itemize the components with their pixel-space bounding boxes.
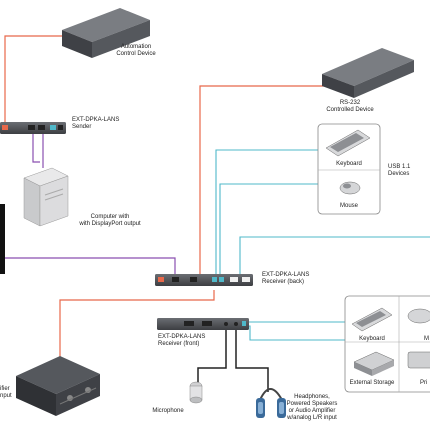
- rs232-cable-controlled: [199, 85, 330, 275]
- headphones-icon: [256, 388, 286, 418]
- dp-cable-sender: [32, 133, 40, 163]
- amplifier-label-line2: nput: [0, 393, 12, 399]
- headphones-label: Headphones, Powered Speakers or Audio Am…: [287, 394, 338, 422]
- usb-grid-storage-label: External Storage: [349, 380, 395, 386]
- computer-label-line2: with DisplayPort output: [79, 221, 141, 227]
- sender-unit: [0, 122, 66, 134]
- rs232-cable-front: [59, 290, 215, 362]
- usb-cable-mouse: [219, 183, 318, 275]
- audio-cable-mic: [197, 330, 227, 388]
- computer-label-line1: Computer with: [90, 214, 130, 220]
- rs232-device-label-line1: RS-232: [339, 100, 361, 106]
- usb11-group-label: USB 1.1 Devices: [388, 164, 410, 178]
- rs232-device-label-line2: Controlled Device: [326, 107, 374, 113]
- automation-device-label-line2: Control Device: [116, 51, 156, 57]
- microphone-label: Microphone: [152, 408, 184, 414]
- receiver-back-label-line2: Receiver (back): [262, 279, 305, 285]
- amplifier-label: ifier nput: [0, 386, 12, 400]
- keyboard-icon: [325, 129, 371, 157]
- printer-partial-icon: [407, 351, 430, 369]
- rs232-cable-automation: [4, 35, 62, 124]
- rs232-device-label: RS-232 Controlled Device: [326, 100, 373, 114]
- usb-cable-keyboard: [215, 149, 318, 275]
- audio-cable-headphones: [235, 330, 269, 392]
- usb-cable-front-2: [242, 325, 345, 341]
- usb-grid-m-label: M: [424, 336, 429, 342]
- usb-cable-wide: [239, 236, 430, 275]
- receiver-back-label-line1: EXT-DPKA-LANS: [262, 272, 310, 278]
- automation-device-label: Automation Control Device: [116, 44, 155, 58]
- external-storage-icon: [353, 351, 395, 376]
- usb11-keyboard-label: Keyboard: [336, 161, 362, 167]
- usb11-mouse-label: Mouse: [339, 203, 359, 209]
- receiver-front-unit: [157, 318, 249, 330]
- usb-devices-grid: [344, 295, 430, 393]
- headphones-label-line1: Headphones,: [294, 394, 330, 400]
- receiver-front-label-line1: EXT-DPKA-LANS: [158, 334, 206, 340]
- m-device-partial-icon: [407, 308, 430, 324]
- receiver-back-unit: [155, 274, 253, 286]
- dp-cable-display: [0, 257, 176, 276]
- headphones-label-line4: w/analog L/R input: [287, 415, 337, 421]
- usb11-group-label-line1: USB 1.1: [388, 164, 411, 170]
- automation-device-label-line1: Automation: [120, 44, 152, 50]
- computer-label: Computer with with DisplayPort output: [79, 214, 140, 228]
- mouse-icon: [339, 181, 361, 195]
- receiver-back-label: EXT-DPKA-LANS Receiver (back): [262, 272, 309, 286]
- sender-label-line1: EXT-DPKA-LANS: [72, 117, 120, 123]
- sender-label: EXT-DPKA-LANS Sender: [72, 117, 119, 131]
- usb-grid-printer-label: Pri: [420, 380, 428, 386]
- headphones-label-line2: Powered Speakers: [286, 401, 338, 407]
- headphones-label-line3: or Audio Amplifier: [288, 408, 336, 414]
- computer-tower: [23, 167, 69, 227]
- receiver-front-label: EXT-DPKA-LANS Receiver (front): [158, 334, 205, 348]
- audio-amplifier: [16, 356, 100, 416]
- display-partial: [0, 204, 5, 274]
- keyboard-icon: [351, 307, 393, 332]
- automation-control-device: [62, 8, 150, 58]
- microphone-icon: [189, 381, 203, 404]
- receiver-front-label-line2: Receiver (front): [158, 341, 200, 347]
- rs232-controlled-device: [322, 48, 414, 98]
- usb11-devices-box: [317, 123, 381, 215]
- amplifier-label-line1: ifier: [0, 386, 10, 392]
- usb11-group-label-line2: Devices: [388, 171, 410, 177]
- sender-label-line2: Sender: [72, 124, 92, 130]
- usb-grid-keyboard-label: Keyboard: [359, 336, 385, 342]
